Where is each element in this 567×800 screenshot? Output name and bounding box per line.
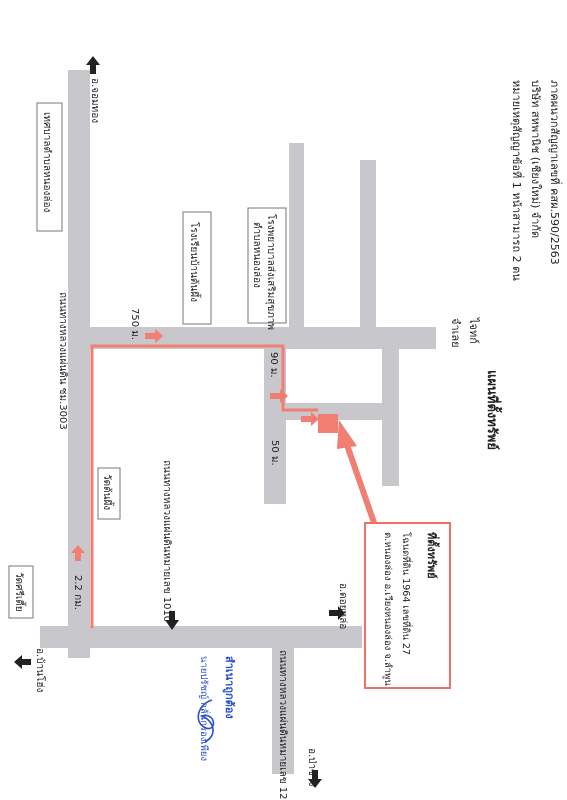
arrow-right-icon xyxy=(329,606,345,620)
route-arrows xyxy=(71,329,319,561)
tag-defendant: จำเลย xyxy=(449,318,462,348)
distance-50: 50 ม. xyxy=(269,440,280,466)
road-horizontal-top xyxy=(68,327,436,349)
road-label-1209: ถนนทางหลวงแผ่นดินหมายเลข 1209 xyxy=(277,650,288,800)
svg-text:โรงเรียนบ้านต้นผึ้ง: โรงเรียนบ้านต้นผึ้ง xyxy=(188,222,202,302)
arrow-down-icon xyxy=(308,770,322,788)
place-temple-2: วัดศรีเตี้ย xyxy=(8,565,34,619)
direction-arrows xyxy=(14,56,345,788)
pointer-arrow xyxy=(337,420,382,538)
property-line-1: โฉนดที่ดิน 1964 เลขที่ดิน 27 xyxy=(400,532,413,655)
destination-left: อ.บ้านโฮ่ง xyxy=(34,648,47,692)
destination-top: อ.จอมทอง xyxy=(89,78,100,123)
header-line-3: หมายเหตุสัญญาข้อที่ 1 หน้าสามารถ 2 ตน xyxy=(510,80,525,281)
arrow-icon xyxy=(145,329,163,343)
property-marker xyxy=(318,414,338,433)
header-line-2: บริษัท สหพานิช (เชียงใหม่) จำกัด xyxy=(529,80,542,238)
route-path xyxy=(90,344,318,628)
place-hospital: โรงพยาบาลส่งเสริมสุขภาพ ตำบลหนองล่อง xyxy=(247,207,287,330)
property-info-box: ที่ตั้งทรัพย์ โฉนดที่ดิน 1964 เลขที่ดิน … xyxy=(364,522,451,689)
place-mueang-nuea: เทศบาลตำบลหนองล่อง xyxy=(36,102,63,232)
arrow-up-icon xyxy=(86,56,100,74)
arrow-icon xyxy=(301,412,319,426)
road-network xyxy=(40,70,436,774)
destination-mid: อ.ดอยหล่อ xyxy=(337,583,348,629)
road-label-1010: ถนนทางหลวงแผ่นดินหมายเลข 1010 xyxy=(161,460,172,622)
property-line-2: ต.หนองล่อง อ.เวียงหนองล่อง จ.ลำพูน xyxy=(382,532,394,686)
soi-right-short xyxy=(360,160,376,332)
arrow-left-icon xyxy=(14,655,31,669)
certify-text: สำเนาถูกต้อง xyxy=(222,656,236,719)
place-temple-1: วัดต้นผึ้ง xyxy=(97,467,121,520)
place-school: โรงเรียนบ้านต้นผึ้ง xyxy=(182,211,212,325)
distance-2-2km: 2.2 กม. xyxy=(72,575,83,610)
property-title: ที่ตั้งทรัพย์ xyxy=(425,532,440,579)
soi-upper xyxy=(289,143,304,333)
svg-text:โรงพยาบาลส่งเสริมสุขภาพ: โรงพยาบาลส่งเสริมสุขภาพ xyxy=(265,214,278,330)
svg-text:วัดศรีเตี้ย: วัดศรีเตี้ย xyxy=(13,572,27,612)
header-block: ภาคผนวกสัญญาเลขที่ คสผ.590/2563 บริษัท ส… xyxy=(510,80,563,281)
svg-text:เทศบาลตำบลหนองล่อง: เทศบาลตำบลหนองล่อง xyxy=(41,112,52,212)
road-1209 xyxy=(272,626,294,774)
road-horizontal-bottom xyxy=(40,626,362,648)
map-title: แผนที่ตั้งทรัพย์ xyxy=(484,370,503,450)
svg-text:ตำบลหนองล่อง: ตำบลหนองล่อง xyxy=(251,222,262,288)
distance-90: 90 ม. xyxy=(268,352,279,378)
arrow-icon xyxy=(71,545,85,561)
svg-text:วัดต้นผึ้ง: วัดต้นผึ้ง xyxy=(101,474,115,510)
road-label-main: ถนนทางหลวงแผ่นดิน ชม.3003 xyxy=(57,292,68,430)
arrow-down-icon xyxy=(165,611,179,630)
handwritten-signature xyxy=(197,699,215,743)
destination-bottom: อ.ป่าซาง xyxy=(306,748,317,787)
soi-left xyxy=(264,342,286,504)
signature-block: สำเนาถูกต้อง นายปรัชญ์ กลั่นกรองเพียง xyxy=(197,656,236,761)
tag-plaintiff: ไจทก์ xyxy=(467,317,480,344)
soi-connector xyxy=(280,403,398,420)
arrow-icon xyxy=(270,389,288,403)
signer-name: นายปรัชญ์ กลั่นกรองเพียง xyxy=(198,656,211,761)
header-line-1: ภาคผนวกสัญญาเลขที่ คสผ.590/2563 xyxy=(548,80,563,265)
distance-750: 750 ม. xyxy=(129,308,140,340)
road-main-vertical xyxy=(68,70,90,658)
